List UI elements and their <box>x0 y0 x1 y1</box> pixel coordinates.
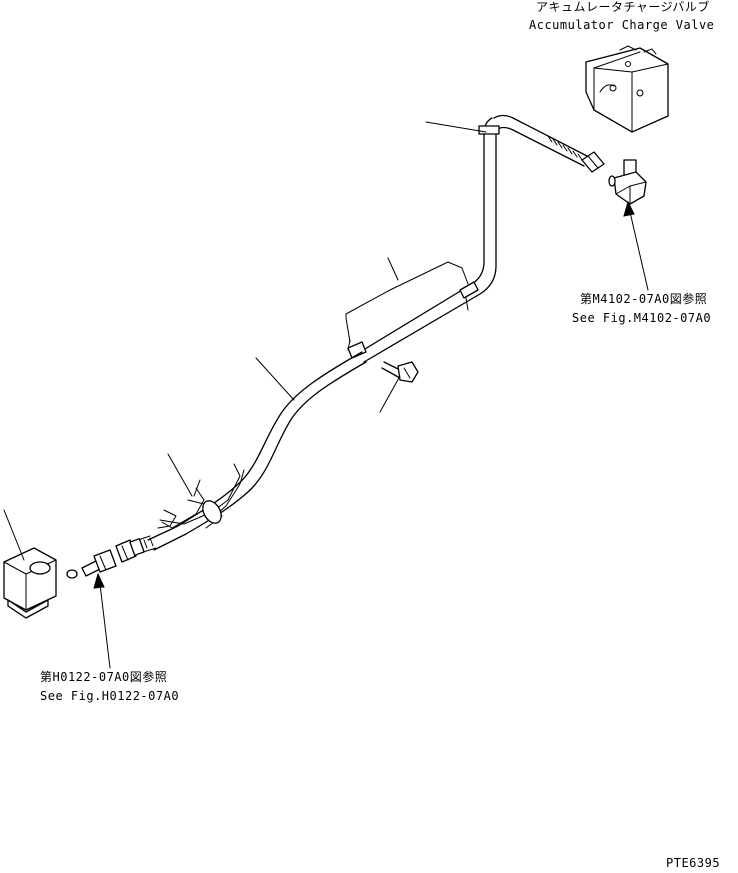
upper-hose <box>493 114 605 173</box>
elbow-fitting <box>608 159 647 205</box>
solenoid-block <box>3 547 57 619</box>
valve-label-en: Accumulator Charge Valve <box>529 18 715 32</box>
wire-bundle <box>157 463 245 529</box>
mounting-bolt <box>381 361 419 383</box>
reference-upper-jp: 第M4102-07A0図参照 <box>580 292 708 306</box>
rigid-tube <box>347 117 500 363</box>
reference-arrow-upper <box>623 200 649 291</box>
o-ring <box>66 569 78 579</box>
adapter-fitting <box>81 549 117 577</box>
reference-lower-en: See Fig.H0122-07A0 <box>40 689 180 703</box>
reference-lower-jp: 第H0122-07A0図参照 <box>40 670 168 684</box>
reference-upper-en: See Fig.M4102-07A0 <box>572 311 712 325</box>
reference-arrow-lower <box>93 572 111 669</box>
valve-label-jp: アキュムレータチャージバルブ <box>536 0 710 14</box>
accumulator-charge-valve <box>585 45 669 133</box>
leader-lines <box>3 121 487 561</box>
flexible-hose <box>115 351 367 563</box>
drawing-number: PTE6395 <box>666 856 721 870</box>
